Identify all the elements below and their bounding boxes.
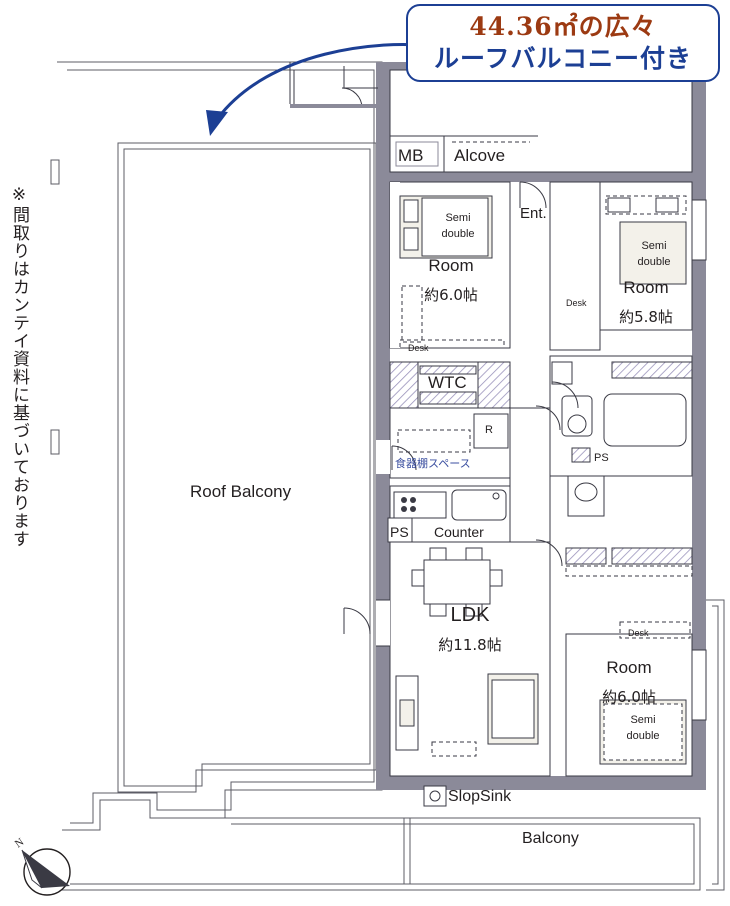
room-2-name: Room: [623, 278, 669, 297]
label-balcony: Balcony: [522, 830, 579, 847]
label-alcove: Alcove: [454, 146, 506, 165]
compass-letter: N: [14, 836, 26, 850]
callout-line-1: 44.36㎡の広々: [469, 12, 657, 41]
room-4-name: Room: [606, 658, 652, 677]
label-roof-balcony: Roof Balcony: [190, 482, 292, 501]
room-3-size: 約11.8帖: [438, 636, 502, 654]
room-1-name: Room: [428, 256, 474, 275]
label-slop-sink: SlopSink: [448, 788, 512, 805]
room-3-name: LDK: [450, 604, 490, 626]
room-2-size: 約5.8帖: [619, 308, 673, 326]
callout-box: 44.36㎡の広々 ルーフバルコニー付き: [406, 4, 720, 82]
label-semi-double-3-line1: Semi: [630, 714, 656, 726]
label-ent: Ent.: [520, 205, 547, 222]
label-semi-double-2-line1: Semi: [641, 240, 667, 252]
room-4-size: 約6.0帖: [602, 688, 656, 706]
label-semi-double-3-line2: double: [626, 730, 660, 742]
compass-north-icon: N: [14, 836, 71, 896]
label-desk-3: Desk: [628, 628, 649, 638]
label-desk-1: Desk: [408, 343, 429, 353]
label-ps-1: PS: [390, 524, 409, 540]
label-desk-2: Desk: [566, 298, 587, 308]
label-ps-2: PS: [594, 452, 609, 464]
disclaimer-note: ※間取りはカンテイ資料に基づいております: [9, 185, 29, 548]
label-semi-double-2-line2: double: [637, 256, 671, 268]
label-semi-double-1-line2: double: [441, 228, 475, 240]
callout-arrow: [206, 43, 431, 136]
callout-line-2: ルーフバルコニー付き: [433, 44, 692, 73]
label-r: R: [485, 424, 493, 436]
label-mb: MB: [398, 146, 424, 165]
label-wtc: WTC: [428, 373, 467, 392]
room-1-size: 約6.0帖: [424, 286, 478, 304]
label-cupboard-space: 食器棚スペース: [395, 457, 471, 470]
label-counter: Counter: [434, 524, 484, 540]
label-semi-double-1-line1: Semi: [445, 212, 471, 224]
